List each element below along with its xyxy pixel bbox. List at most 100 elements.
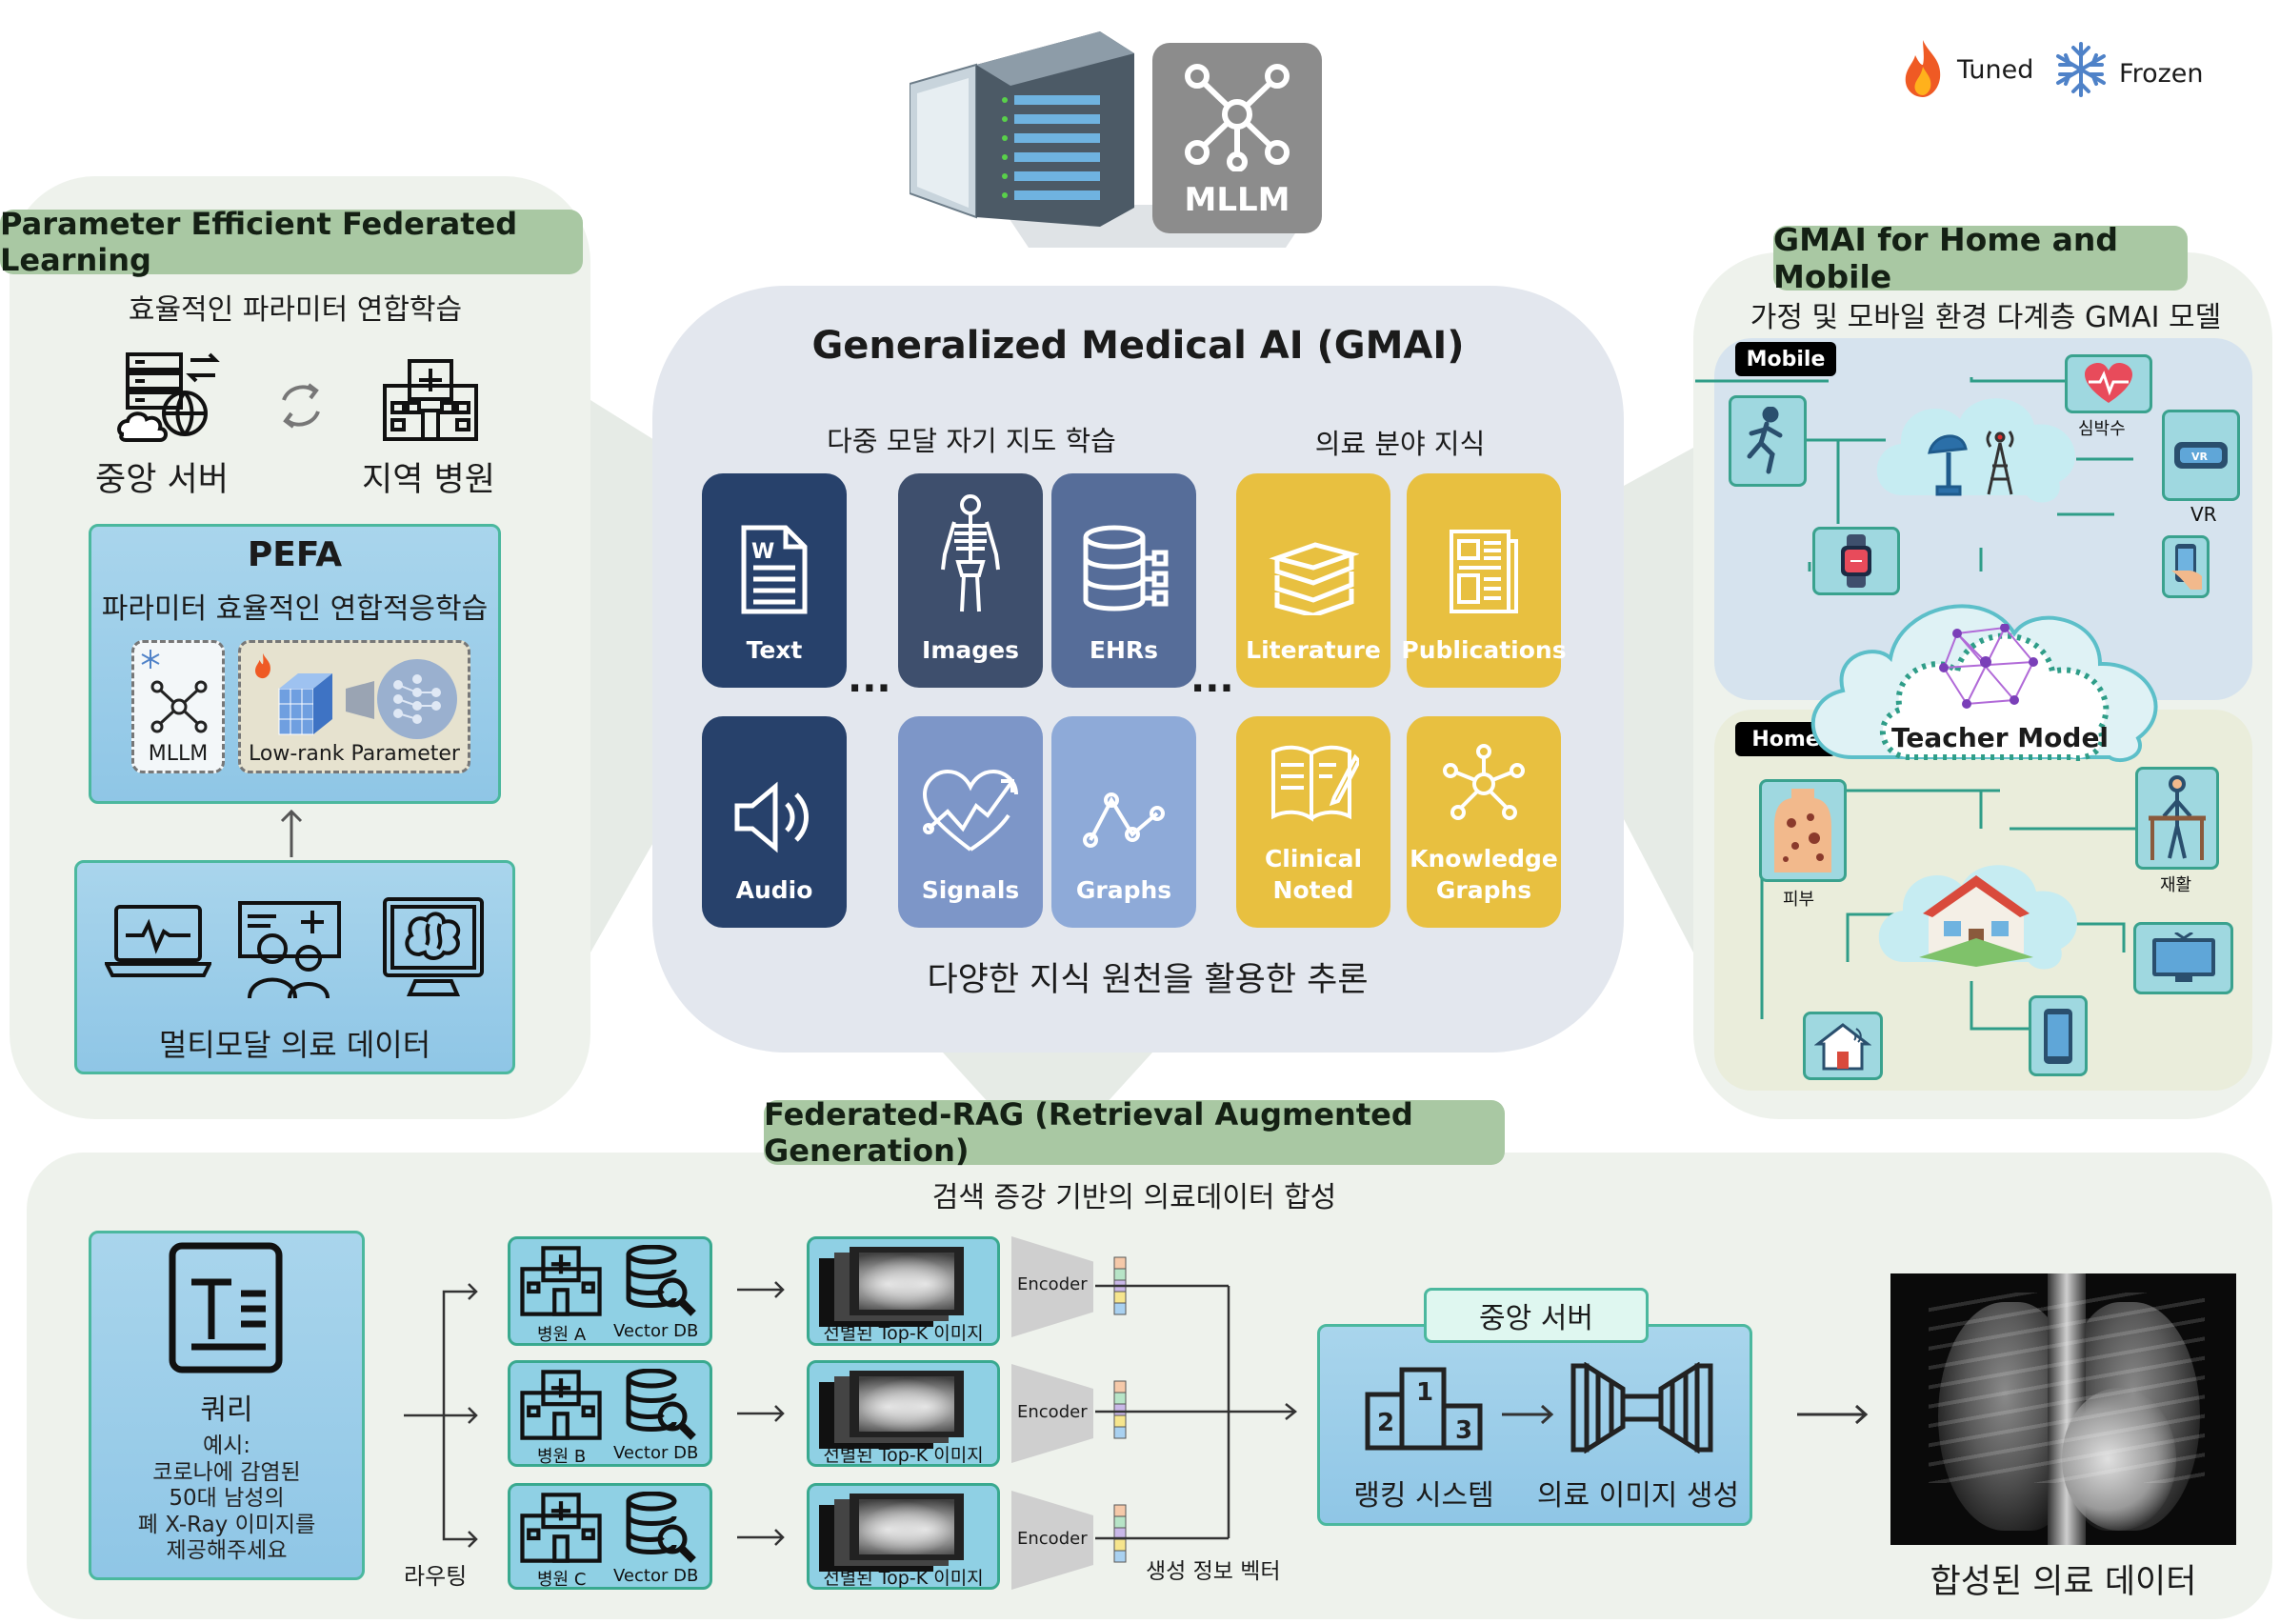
generation-label: 의료 이미지 생성 <box>1536 1479 1740 1513</box>
rag-title: Federated-RAG (Retrieval Augmented Gener… <box>764 1096 1505 1169</box>
topk-b-label: 선별된 Top-K 이미지 <box>823 1445 984 1466</box>
ellipsis-2: ··· <box>1190 667 1234 711</box>
card-text: W Text <box>702 473 847 688</box>
document-icon: W <box>741 525 808 614</box>
newspaper-icon <box>1450 530 1518 614</box>
card-text-label: Text <box>746 636 803 665</box>
hospital-icon <box>520 1493 602 1563</box>
xray-thumb-stack <box>850 1247 964 1315</box>
topk-c-box: 선별된 Top-K 이미지 <box>807 1483 1000 1590</box>
query-example-line: 코로나에 감염된 <box>152 1459 301 1485</box>
home-title: GMAI for Home and Mobile <box>1773 221 2188 295</box>
card-signals: Signals <box>898 716 1043 928</box>
snowflake-icon <box>141 650 160 669</box>
snowflake-icon <box>2056 42 2106 97</box>
runner-icon <box>1747 407 1783 474</box>
vector-merge-lines <box>1095 1284 1298 1540</box>
smartphone-icon <box>2044 1008 2072 1064</box>
pefa-title: PEFA <box>247 535 343 574</box>
knowledge-graph-icon <box>1443 743 1525 820</box>
hospital-icon <box>520 1370 602 1440</box>
node-mobile-home <box>2029 995 2088 1076</box>
query-title: 쿼리 <box>200 1393 253 1427</box>
laptop-heart-icon <box>105 905 211 977</box>
network-node-icon <box>1185 64 1290 171</box>
heart-label: 심박수 <box>2078 419 2126 439</box>
neural-net-icon <box>377 659 457 739</box>
node-heart <box>2065 354 2152 413</box>
legend-frozen: Frozen <box>2119 59 2204 89</box>
heart-signal-icon <box>922 770 1018 852</box>
card-literature-label: Literature <box>1246 636 1381 665</box>
encoder-a-label: Encoder <box>1017 1274 1088 1294</box>
heart-rate-icon <box>2085 363 2132 403</box>
query-example-line: 예시: <box>202 1434 251 1458</box>
hospital-icon <box>520 1246 602 1316</box>
card-audio-label: Audio <box>735 876 813 905</box>
cube-icon <box>278 673 332 735</box>
server-cloud-icon <box>117 352 220 442</box>
card-images: Images <box>898 473 1043 688</box>
card-ehrs-label: EHRs <box>1089 636 1159 665</box>
card-audio: Audio <box>702 716 847 928</box>
gmai-title: Generalized Medical AI (GMAI) <box>811 324 1465 368</box>
arrow-to-result <box>1797 1404 1869 1425</box>
query-box <box>89 1231 365 1580</box>
books-icon <box>1269 542 1359 616</box>
node-rehab <box>2135 767 2219 870</box>
pefa-mllm-box: MLLM <box>131 640 225 773</box>
tv-icon <box>2151 932 2215 982</box>
xray-ribs <box>1929 1293 2205 1483</box>
xray-thumb-stack <box>850 1494 964 1560</box>
hospital-a-box: 병원 A Vector DB <box>508 1236 712 1346</box>
pefa-mllm-label: MLLM <box>148 742 209 766</box>
skin-label: 피부 <box>1783 890 1815 910</box>
home-subtitle: 가정 및 모바일 환경 다계층 GMAI 모델 <box>1750 301 2222 334</box>
phone-hand-icon <box>2171 544 2202 590</box>
card-literature: Literature <box>1236 473 1390 688</box>
speaker-icon <box>734 781 809 853</box>
rag-subtitle: 검색 증강 기반의 의료데이터 합성 <box>931 1181 1337 1214</box>
vectordb-c-label: Vector DB <box>613 1566 699 1586</box>
node-phone <box>2162 535 2210 598</box>
gmai-footer: 다양한 지식 원천을 활용한 추론 <box>927 961 1369 999</box>
hospital-c-box: 병원 C Vector DB <box>508 1483 712 1590</box>
generator-icon <box>1570 1362 1713 1454</box>
xray-thumb <box>859 1376 954 1432</box>
teacher-network-icon <box>1939 624 2038 709</box>
query-example-line: 제공해주세요 <box>166 1538 288 1564</box>
hospital-b-label: 병원 B <box>537 1447 587 1467</box>
node-runner <box>1729 395 1807 487</box>
encoder-b-label: Encoder <box>1017 1402 1088 1422</box>
line-graph-icon <box>1083 792 1165 849</box>
routing-label: 라우팅 <box>404 1563 468 1590</box>
text-document-icon <box>169 1242 283 1373</box>
doctor-icon <box>238 901 341 999</box>
node-watch <box>1812 527 1900 595</box>
query-example-line: 폐 X-Ray 이미지를 <box>137 1512 316 1537</box>
query-example-line: 50대 남성의 <box>169 1486 285 1512</box>
mobile-tag: Mobile <box>1735 342 1836 376</box>
smart-home-icon <box>1814 1023 1871 1071</box>
vectordb-b-label: Vector DB <box>613 1443 699 1463</box>
rehab-icon <box>2149 775 2206 860</box>
lowrank-label: Low-rank Parameter <box>249 742 460 766</box>
vectordb-a-label: Vector DB <box>613 1321 699 1341</box>
vr-label: VR <box>2190 503 2217 526</box>
arrow-right <box>1502 1404 1554 1425</box>
house-icon <box>1919 875 2033 967</box>
card-knowledge-line2: Graphs <box>1435 876 1532 905</box>
card-publications: Publications <box>1401 473 1567 688</box>
rag-server-box <box>1317 1324 1752 1526</box>
card-knowledge-graphs: Knowledge Graphs <box>1407 716 1561 928</box>
fire-icon <box>255 652 270 679</box>
brain-monitor-icon <box>383 897 484 996</box>
multimodal-label: 멀티모달 의료 데이터 <box>158 1027 431 1063</box>
encoder-c-label: Encoder <box>1017 1529 1088 1549</box>
card-publications-label: Publications <box>1401 636 1567 665</box>
database-icon <box>1083 525 1169 612</box>
legend-tuned: Tuned <box>1957 55 2034 85</box>
database-search-icon <box>626 1245 696 1316</box>
sync-icon <box>282 383 320 429</box>
